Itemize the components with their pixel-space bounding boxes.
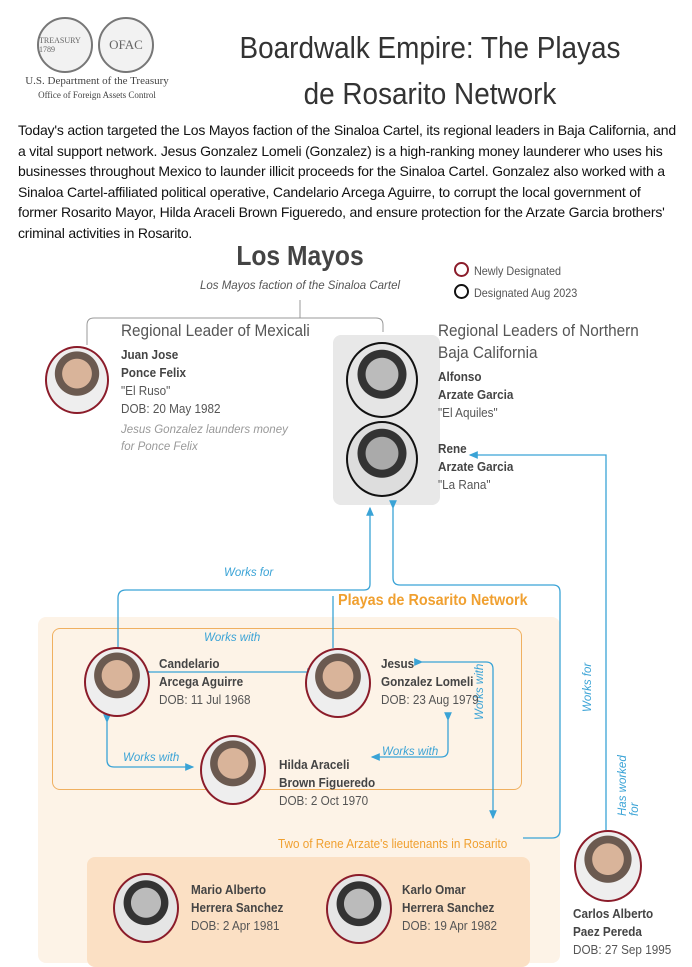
photo-hilda-brown <box>200 735 266 805</box>
org-title: Los Mayos <box>236 240 364 271</box>
name: Rene <box>438 441 467 456</box>
dob: DOB: 27 Sep 1995 <box>573 942 672 957</box>
name: Hilda Araceli <box>279 757 350 772</box>
name: Candelario <box>159 656 220 671</box>
name: Arcega Aguirre <box>159 674 244 689</box>
name: Arzate Garcia <box>438 459 514 474</box>
edge-label-works-for: Works for <box>582 662 594 712</box>
photo-carlos-paez <box>574 830 642 902</box>
edge-label-works-with: Works with <box>123 752 180 764</box>
dob: DOB: 20 May 1982 <box>121 401 221 416</box>
photo-alfonso-arzate <box>346 342 418 418</box>
note: Jesus Gonzalez launders money <box>121 424 288 436</box>
name: Paez Pereda <box>573 924 642 939</box>
person-carlos-paez: Carlos Alberto Paez Pereda DOB: 27 Sep 1… <box>573 905 682 959</box>
dob: DOB: 19 Apr 1982 <box>402 918 497 933</box>
photo-ponce-felix <box>45 346 109 414</box>
treasury-seal-logo: TREASURY 1789 <box>37 17 93 73</box>
legend-aug2023-icon <box>454 284 469 299</box>
dob: DOB: 2 Oct 1970 <box>279 793 369 808</box>
department-name: U.S. Department of the Treasury <box>25 75 169 87</box>
lieutenants-label: Two of Rene Arzate's lieutenants in Rosa… <box>278 836 508 851</box>
org-subtitle: Los Mayos faction of the Sinaloa Cartel <box>199 280 401 292</box>
legend-aug2023-label: Designated Aug 2023 <box>474 286 578 300</box>
photo-candelario <box>84 647 150 717</box>
ofac-logo: OFAC <box>98 17 154 73</box>
network-title: Playas de Rosarito Network <box>338 592 528 609</box>
person-ponce-felix: Juan Jose Ponce Felix "El Ruso" DOB: 20 … <box>121 346 288 456</box>
alias: "El Aquiles" <box>438 405 498 420</box>
person-candelario: Candelario Arcega Aguirre DOB: 11 Jul 19… <box>159 655 261 709</box>
intro-paragraph: Today's action targeted the Los Mayos fa… <box>18 122 676 241</box>
legend-new-label: Newly Designated <box>474 264 562 278</box>
northern-heading-1: Regional Leaders of Northern <box>438 321 639 340</box>
person-jesus-gonzalez: Jesus Gonzalez Lomeli DOB: 23 Aug 1979 <box>381 655 489 709</box>
edge-label-works-with: Works with <box>382 746 439 758</box>
northern-heading-2: Baja California <box>438 343 538 362</box>
office-name: Office of Foreign Assets Control <box>38 90 156 100</box>
photo-jesus-gonzalez <box>305 648 371 718</box>
name: Jesus <box>381 656 415 671</box>
name: Herrera Sanchez <box>191 900 284 915</box>
dob: DOB: 2 Apr 1981 <box>191 918 280 933</box>
name: Juan Jose <box>121 347 179 362</box>
mexicali-heading: Regional Leader of Mexicali <box>121 321 310 340</box>
dob: DOB: 23 Aug 1979 <box>381 692 479 707</box>
photo-rene-arzate <box>346 421 418 497</box>
name: Carlos Alberto <box>573 906 654 921</box>
person-mario-herrera: Mario Alberto Herrera Sanchez DOB: 2 Apr… <box>191 881 294 935</box>
name: Herrera Sanchez <box>402 900 495 915</box>
edge-label-works-with: Works with <box>204 632 261 644</box>
name: Brown Figueredo <box>279 775 376 790</box>
name: Gonzalez Lomeli <box>381 674 474 689</box>
page-title-line2: de Rosarito Network <box>303 76 557 111</box>
dob: DOB: 11 Jul 1968 <box>159 692 251 707</box>
name: Ponce Felix <box>121 365 187 380</box>
network-core-box <box>52 628 522 790</box>
edge-label-has-worked-for: Has worked for <box>617 755 641 816</box>
person-rene-arzate: Rene Arzate Garcia "La Rana" <box>438 440 522 494</box>
page-title-line1: Boardwalk Empire: The Playas <box>239 30 621 65</box>
person-alfonso-arzate: Alfonso Arzate Garcia "El Aquiles" <box>438 368 522 422</box>
note: for Ponce Felix <box>121 441 198 453</box>
edge-label-works-for: Works for <box>224 567 274 579</box>
photo-mario-herrera <box>113 873 179 943</box>
alias: "La Rana" <box>438 477 491 492</box>
name: Mario Alberto <box>191 882 266 897</box>
legend-new-icon <box>454 262 469 277</box>
photo-karlo-herrera <box>326 874 392 944</box>
name: Arzate Garcia <box>438 387 514 402</box>
alias: "El Ruso" <box>121 383 171 398</box>
name: Alfonso <box>438 369 482 384</box>
person-hilda-brown: Hilda Araceli Brown Figueredo DOB: 2 Oct… <box>279 756 386 810</box>
person-karlo-herrera: Karlo Omar Herrera Sanchez DOB: 19 Apr 1… <box>402 881 508 935</box>
name: Karlo Omar <box>402 882 466 897</box>
